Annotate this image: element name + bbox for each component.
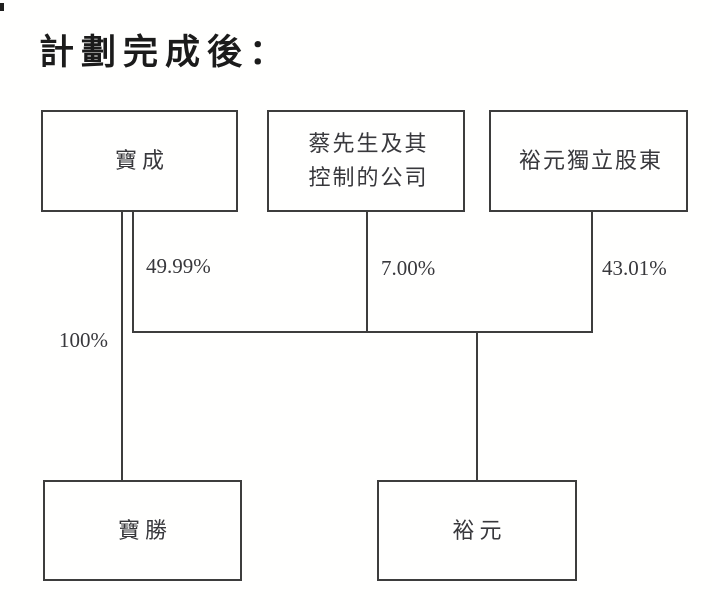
edge-line-pouchen-to-pousheng — [121, 212, 123, 480]
page-edge-crop-artifact — [0, 3, 4, 11]
node-tsai-label-line1: 蔡先生及其 — [308, 131, 429, 156]
ownership-label-43-01pct: 43.01% — [602, 256, 667, 280]
node-tsai-label-line2: 控制的公司 — [308, 165, 429, 190]
edge-line-yyind-to-bus — [591, 212, 593, 333]
node-yue-yuen-label: 裕元 — [452, 517, 507, 543]
ownership-label-100pct: 100% — [59, 328, 108, 352]
node-yy-ind-label: 裕元獨立股東 — [518, 148, 663, 173]
node-yue-yuen: 裕元 — [377, 480, 577, 581]
ownership-label-49-99pct: 49.99% — [146, 254, 211, 278]
edge-line-tsai-to-bus — [366, 212, 368, 333]
node-tsai-and-controlled-companies: 蔡先生及其 控制的公司 — [267, 110, 465, 212]
node-pou-sheng: 寶勝 — [43, 480, 242, 581]
ownership-label-7-00pct: 7.00% — [381, 256, 436, 280]
diagram-title: 計劃完成後： — [39, 33, 292, 73]
edge-line-horizontal-bus — [132, 331, 593, 333]
node-pou-chen-label: 寶成 — [114, 148, 169, 173]
edge-line-pouchen-to-bus — [132, 212, 134, 333]
node-pou-chen: 寶成 — [41, 110, 238, 212]
node-pou-sheng-label: 寶勝 — [117, 517, 172, 543]
edge-line-bus-to-yueyuen — [476, 333, 478, 480]
node-yue-yuen-independent-shareholders: 裕元獨立股東 — [489, 110, 688, 212]
